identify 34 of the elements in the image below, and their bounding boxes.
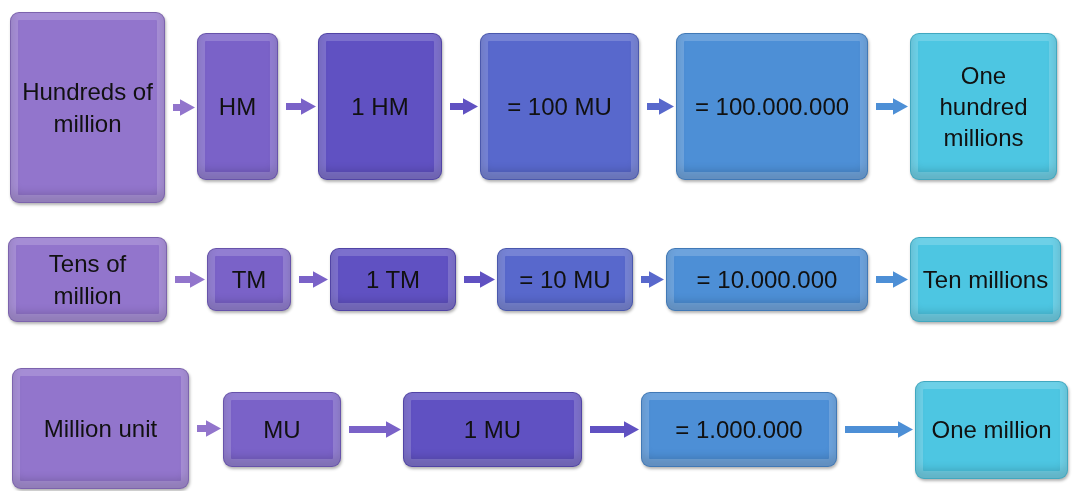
box-label: = 10.000.000 (696, 264, 838, 295)
process-box (403, 392, 582, 467)
box-label: = 100 MU (507, 91, 612, 122)
process-box (8, 237, 167, 322)
box-label: HM (218, 91, 257, 122)
process-box (480, 33, 639, 180)
box-label: One million (931, 415, 1052, 446)
box-label: Hundreds of million (21, 77, 154, 139)
process-box (330, 248, 456, 311)
box-label: MU (263, 414, 301, 445)
process-box (318, 33, 442, 180)
process-box (676, 33, 868, 180)
process-box (10, 12, 165, 203)
process-box (207, 248, 291, 311)
box-label: One hundred millions (938, 60, 1029, 154)
box-label: = 10 MU (519, 264, 611, 295)
process-box (915, 381, 1068, 479)
box-label: Million unit (43, 413, 158, 444)
process-box (197, 33, 278, 180)
process-box (12, 368, 189, 489)
process-box (910, 33, 1057, 180)
process-box (666, 248, 868, 311)
box-label: = 1.000.000 (675, 414, 803, 445)
process-box (223, 392, 341, 467)
box-label: 1 TM (365, 264, 421, 295)
process-box (910, 237, 1061, 322)
box-label: 1 HM (351, 91, 409, 122)
box-label: = 100.000.000 (694, 91, 850, 122)
process-box (497, 248, 633, 311)
box-label: TM (231, 264, 267, 295)
box-label: Ten millions (922, 264, 1049, 295)
box-label: 1 MU (463, 414, 522, 445)
box-label: Tens of million (47, 249, 128, 311)
process-box (641, 392, 837, 467)
